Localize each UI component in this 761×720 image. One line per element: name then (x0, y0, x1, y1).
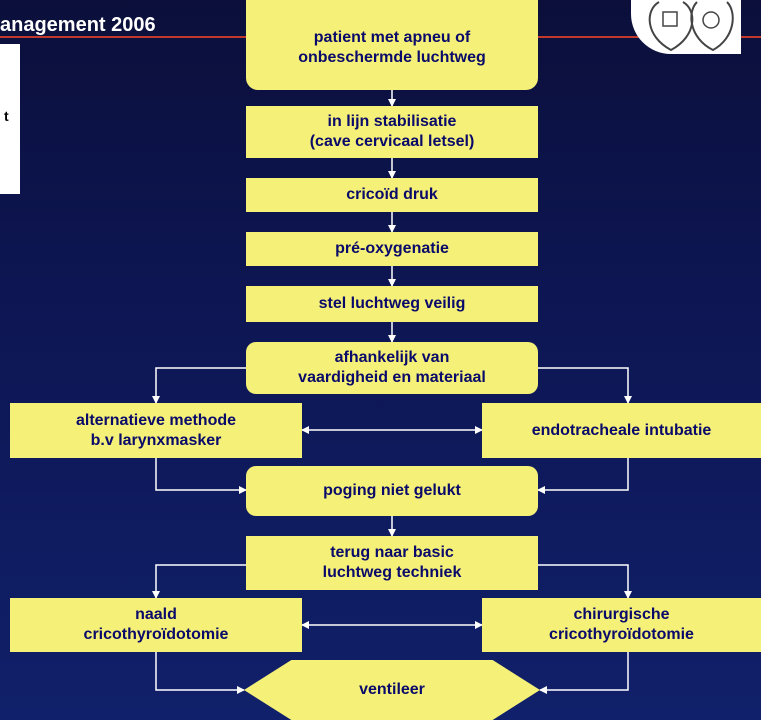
node-poging-label: poging niet gelukt (323, 482, 461, 499)
page-title: anagement 2006 (0, 14, 156, 36)
node-afhankelijk: afhankelijk van vaardigheid en materiaal (246, 342, 538, 394)
node-alternatief-label: alternatieve methode b.v larynxmasker (75, 411, 237, 449)
logo-icon (648, 1, 734, 52)
node-chirurgisch: chirurgische cricothyroïdotomie (482, 598, 761, 652)
node-naald: naald cricothyroïdotomie (10, 598, 302, 652)
node-cricoid-label: cricoïd druk (346, 186, 438, 203)
node-terug: terug naar basic luchtweg techniek (246, 536, 538, 590)
node-ventileer: ventileer (244, 660, 540, 720)
node-poging: poging niet gelukt (246, 466, 538, 516)
node-alternatief: alternatieve methode b.v larynxmasker (10, 403, 302, 458)
side-panel-text: t (4, 108, 9, 124)
node-veilig: stel luchtweg veilig (246, 286, 538, 322)
node-veilig-label: stel luchtweg veilig (318, 295, 466, 312)
node-preox-label: pré-oxygenatie (335, 240, 449, 257)
node-afhankelijk-label: afhankelijk van vaardigheid en materiaal (298, 349, 486, 386)
side-panel: t (0, 44, 20, 194)
node-stabilisatie: in lijn stabilisatie (cave cervicaal let… (246, 106, 538, 158)
node-terug-label: terug naar basic luchtweg techniek (322, 544, 462, 581)
node-cricoid: cricoïd druk (246, 178, 538, 212)
logo (631, 0, 741, 54)
node-start: patient met apneu of onbeschermde luchtw… (246, 0, 538, 90)
node-start-label: patient met apneu of onbeschermde luchtw… (298, 29, 486, 66)
node-naald-label: naald cricothyroïdotomie (83, 606, 229, 643)
node-stabilisatie-label: in lijn stabilisatie (cave cervicaal let… (309, 113, 475, 150)
node-preox: pré-oxygenatie (246, 232, 538, 266)
node-ventileer-label: ventileer (359, 681, 425, 698)
node-intubatie: endotracheale intubatie (482, 403, 761, 458)
node-chirurgisch-label: chirurgische cricothyroïdotomie (549, 606, 694, 643)
node-intubatie-label: endotracheale intubatie (531, 421, 712, 439)
